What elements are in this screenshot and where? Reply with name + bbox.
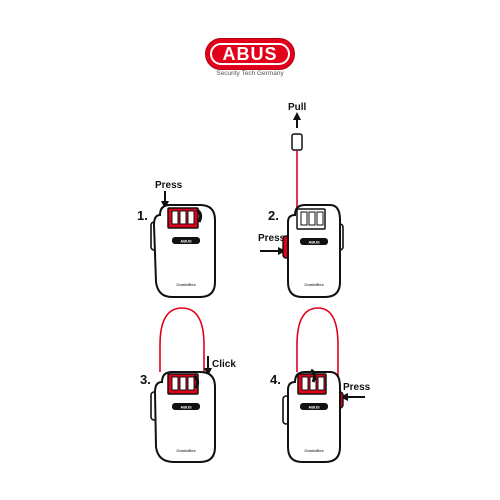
step-2-lock-badge: ABUS — [308, 240, 320, 245]
step-1: 1. Press ABUS Combiflex — [137, 180, 216, 298]
step-2-number: 2. — [268, 208, 279, 223]
logo-brand: ABUS — [222, 44, 278, 64]
step-3-number: 3. — [140, 372, 151, 387]
step-1-press-label: Press — [155, 180, 183, 191]
step-3-lock-badge: ABUS — [180, 405, 192, 410]
step-3-lock-model: Combiflex — [176, 448, 196, 453]
step-2: 2. Pull Press ABUS Combiflex — [258, 102, 344, 298]
step-2-lock: ABUS Combiflex — [282, 204, 344, 298]
logo-tagline: Security Tech Germany — [216, 70, 284, 77]
step-1-lock: ABUS Combiflex — [150, 204, 216, 298]
step-4-press-label: Press — [343, 382, 371, 393]
step-3-click-label: Click — [212, 359, 236, 370]
step-3: 3. Click ABUS Combiflex — [140, 307, 236, 463]
step-1-number: 1. — [137, 208, 148, 223]
abus-logo: ABUS — [205, 38, 295, 83]
step-1-lock-model: Combiflex — [176, 282, 196, 287]
step-2-cable-end — [291, 133, 303, 151]
step-2-pull-label: Pull — [288, 102, 307, 113]
step-3-lock: ABUS Combiflex — [150, 371, 216, 463]
step-4-lock-model: Combiflex — [304, 448, 324, 453]
step-4-number: 4. — [270, 372, 281, 387]
step-2-press-label: Press — [258, 233, 286, 244]
step-4: 4. Press ABUS Combiflex — [270, 307, 371, 463]
step-3-cable-loop — [159, 307, 205, 372]
step-1-lock-badge: ABUS — [180, 239, 192, 244]
step-4-lock-badge: ABUS — [308, 405, 320, 410]
logo-badge: ABUS — [205, 38, 295, 70]
step-4-cable-loop — [296, 307, 339, 398]
step-4-lock: ABUS Combiflex — [282, 368, 344, 463]
step-2-lock-model: Combiflex — [304, 282, 324, 287]
